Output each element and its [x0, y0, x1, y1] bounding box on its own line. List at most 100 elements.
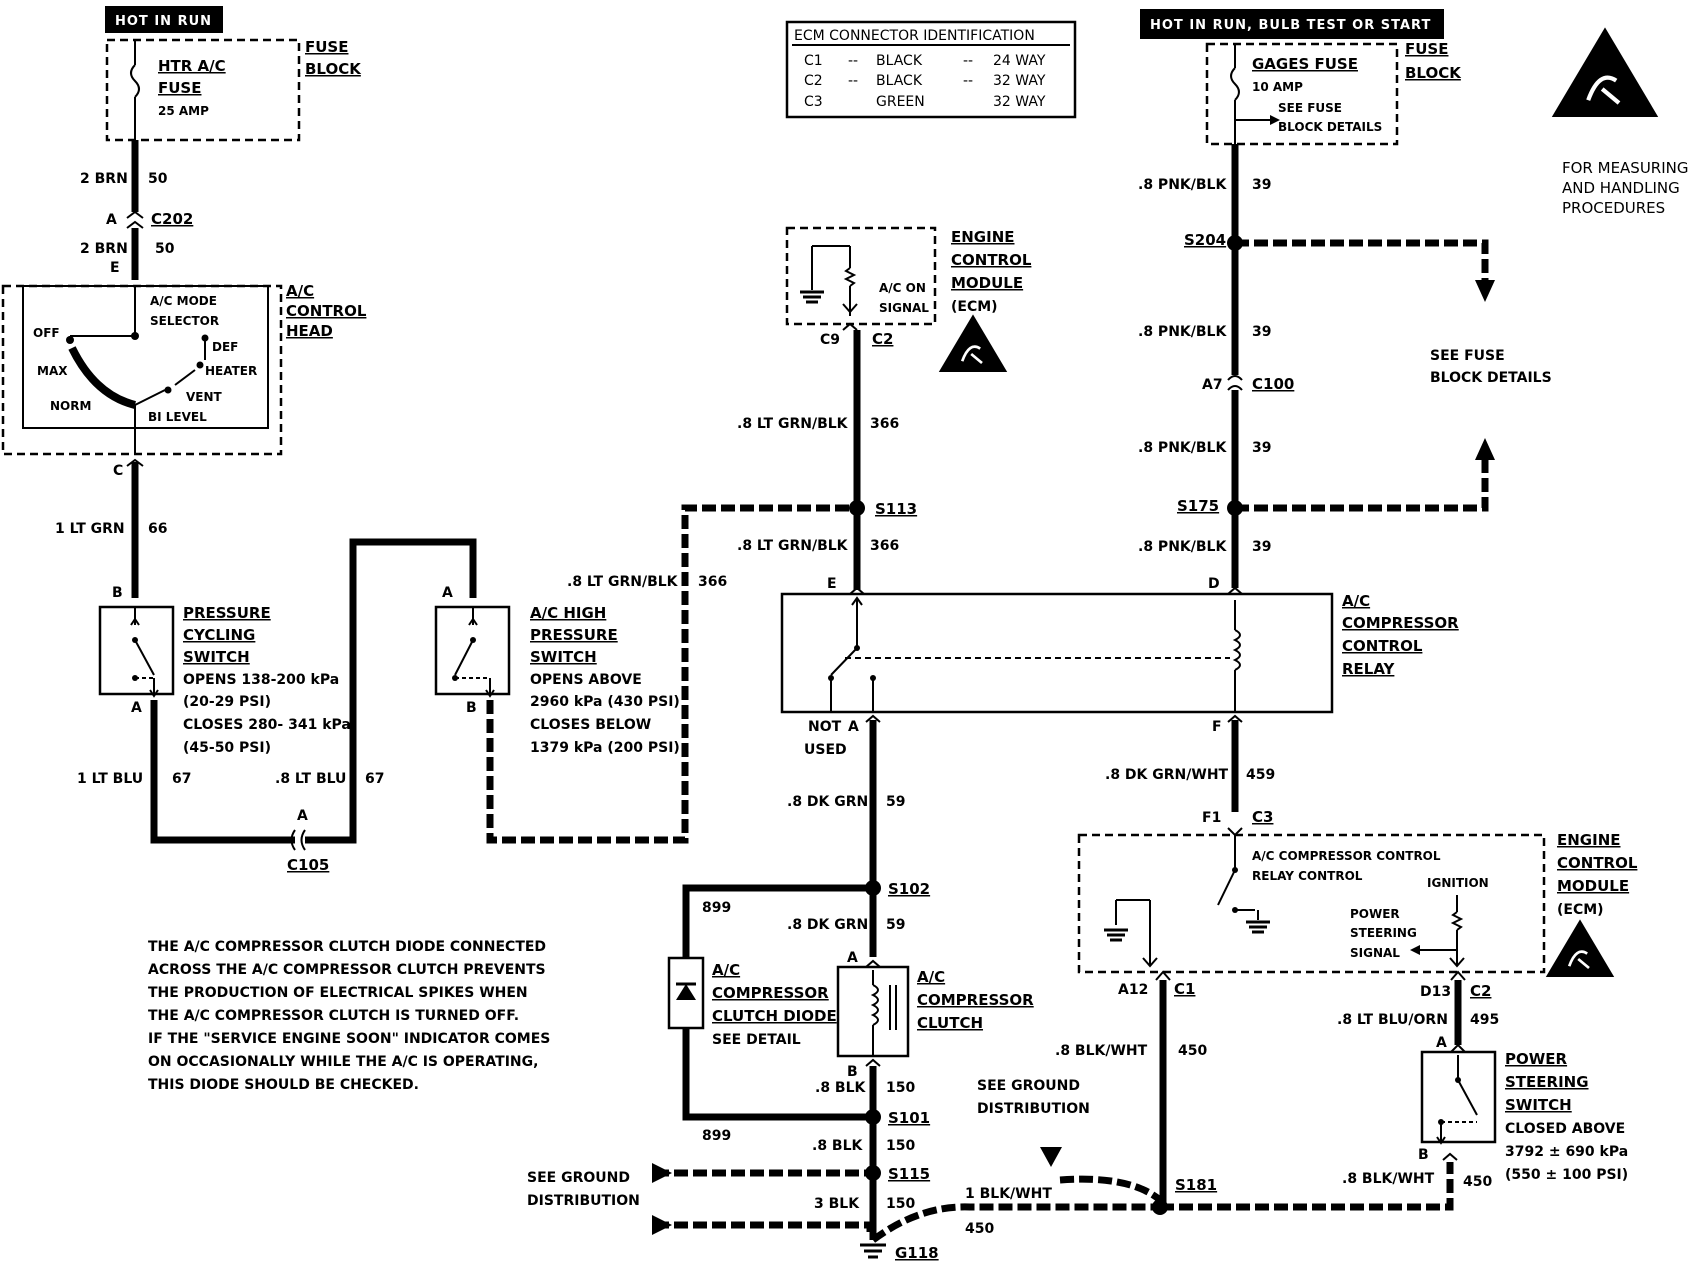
- ecm-label: A/C COMPRESSOR CONTROL: [1252, 849, 1441, 863]
- wire-number: 50: [148, 171, 168, 187]
- wire-lt-grn-blk-366: [486, 504, 860, 844]
- relay-title: RELAY: [1342, 660, 1396, 678]
- wire-1-lt-blu: [150, 700, 295, 844]
- fuse-label: FUSE: [158, 79, 201, 97]
- relay-title: COMPRESSOR: [1342, 614, 1459, 632]
- pin-label: C9: [820, 332, 840, 348]
- see-ground-ref: SEE GROUND: [527, 1170, 630, 1186]
- pin-label: A: [131, 700, 142, 716]
- not-used-label: NOT: [808, 719, 842, 735]
- fuse-block-label: BLOCK: [1405, 64, 1462, 82]
- switch-title: SWITCH: [1505, 1096, 1572, 1114]
- table-cell: --: [963, 53, 973, 69]
- wire-label: .8 DK GRN/WHT: [1105, 767, 1229, 783]
- signal-label: SIGNAL: [879, 301, 929, 315]
- pin-label: A: [297, 808, 308, 824]
- wire-number: 59: [886, 794, 905, 810]
- table-cell: C2: [804, 73, 823, 89]
- wire-number: 459: [1246, 767, 1275, 783]
- resistor-icon: [843, 267, 857, 287]
- see-ground-ref: SEE GROUND: [977, 1078, 1080, 1094]
- wire-label: .8 BLK: [815, 1080, 867, 1096]
- wire-number: 150: [886, 1080, 915, 1096]
- not-used-label: USED: [804, 742, 847, 758]
- note-line: THE A/C COMPRESSOR CLUTCH DIODE CONNECTE…: [148, 939, 546, 955]
- wire-label: .8 PNK/BLK: [1138, 177, 1227, 193]
- clutch-title: A/C: [917, 968, 945, 986]
- ecm-title: ENGINE: [951, 228, 1015, 246]
- switch-title: POWER: [1505, 1050, 1568, 1068]
- wire-number: 366: [870, 538, 899, 554]
- pin-label: B: [466, 700, 477, 716]
- splice-label: S175: [1177, 497, 1219, 515]
- pin-label: D13: [1420, 984, 1451, 1000]
- wire-number: 67: [172, 771, 191, 787]
- pin-label: A: [1436, 1035, 1447, 1051]
- connector-label: C2: [1470, 982, 1491, 1000]
- mode-norm: NORM: [50, 399, 91, 413]
- hot-in-run-bulb-header-bg: [1140, 9, 1444, 39]
- esd-warning-icon: [1544, 918, 1616, 979]
- selector-label: A/C MODE: [150, 294, 217, 308]
- switch-spec: OPENS 138-200 kPa: [183, 672, 339, 688]
- wire-number: 39: [1252, 539, 1271, 555]
- switch-spec: CLOSED ABOVE: [1505, 1121, 1625, 1137]
- see-fuse-ref: SEE FUSE: [1430, 348, 1505, 364]
- fuse-block-label: FUSE: [305, 38, 348, 56]
- mode-selector-arc: [68, 346, 137, 409]
- mode-heater: HEATER: [205, 364, 257, 378]
- esd-text: FOR MEASURING: [1562, 159, 1689, 177]
- splice-s113: [849, 500, 865, 516]
- diode-detail: SEE DETAIL: [712, 1032, 801, 1048]
- ecm-title: (ECM): [951, 299, 998, 315]
- hot-in-run-bulb-header: HOT IN RUN, BULB TEST OR START: [1150, 18, 1431, 33]
- pin-label: F1: [1202, 810, 1221, 826]
- table-cell: C1: [804, 53, 823, 69]
- ground-icon: [1104, 928, 1128, 942]
- switch-spec: 3792 ± 690 kPa: [1505, 1144, 1628, 1160]
- connector-label: C100: [1252, 375, 1294, 393]
- table-cell: 24 WAY: [993, 53, 1046, 69]
- wire-number: 450: [965, 1221, 994, 1237]
- connector-label: C105: [287, 856, 329, 874]
- pin-label: F: [1212, 719, 1222, 735]
- splice-label: S113: [875, 500, 917, 518]
- ecm-label: STEERING: [1350, 926, 1417, 940]
- table-cell: --: [848, 53, 858, 69]
- diode-note: THE A/C COMPRESSOR CLUTCH DIODE CONNECTE…: [148, 939, 550, 1093]
- wire-number: 66: [148, 521, 167, 537]
- wire-number: 39: [1252, 440, 1271, 456]
- fuse-block-label: FUSE: [1405, 40, 1448, 58]
- diode-title: A/C: [712, 961, 740, 979]
- wire-1-blk-wht: [870, 1203, 1160, 1243]
- wire-label: .8 BLK/WHT: [1055, 1043, 1148, 1059]
- clutch-title: CLUTCH: [917, 1014, 983, 1032]
- switch-spec: CLOSES 280- 341 kPa: [183, 717, 351, 733]
- connector-label: C1: [1174, 980, 1195, 998]
- switch-spec: (550 ± 100 PSI): [1505, 1167, 1628, 1183]
- switch-title: CYCLING: [183, 626, 255, 644]
- table-cell: BLACK: [876, 73, 923, 89]
- esd-warning-icon: [1552, 27, 1658, 117]
- wire-number: 366: [870, 416, 899, 432]
- diode-icon: [676, 984, 696, 1000]
- wire-label: .8 DK GRN: [787, 917, 868, 933]
- resistor-icon: [1450, 911, 1464, 931]
- ground-icon: [1246, 920, 1270, 934]
- splice-label: S181: [1175, 1176, 1217, 1194]
- pin-label: D: [1208, 576, 1220, 592]
- switch-title: SWITCH: [530, 648, 597, 666]
- arrow-icon: [1040, 1147, 1062, 1167]
- mode-off: OFF: [33, 326, 60, 340]
- wire-label: .8 LT GRN/BLK: [737, 416, 849, 432]
- pin-label: E: [827, 576, 837, 592]
- switch-title: A/C HIGH: [530, 604, 606, 622]
- pin-label: A: [442, 585, 453, 601]
- control-head-title: A/C: [286, 282, 314, 300]
- see-ground-ref: DISTRIBUTION: [527, 1193, 640, 1209]
- ecm-label: POWER: [1350, 907, 1400, 921]
- wire-number: 899: [702, 900, 731, 916]
- wire-label: 2 BRN: [80, 241, 128, 257]
- esd-text: AND HANDLING: [1562, 179, 1680, 197]
